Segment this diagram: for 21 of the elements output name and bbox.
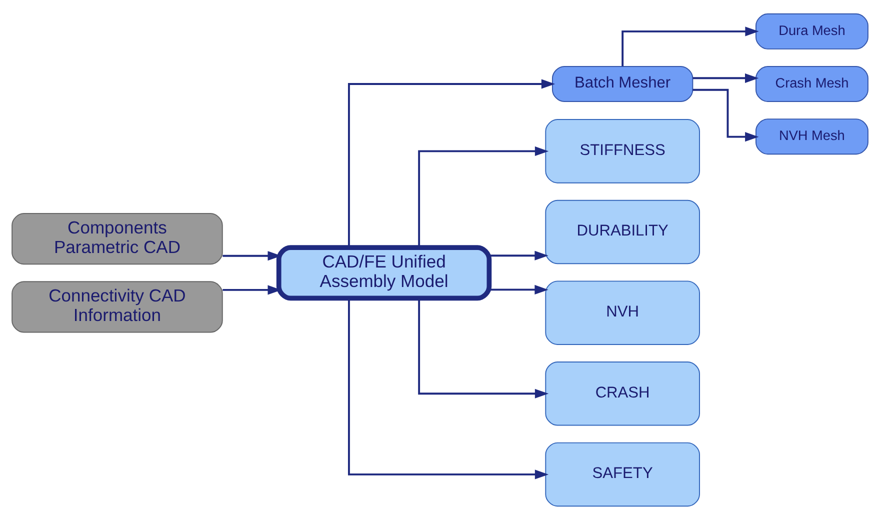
node-box: DURABILITY (545, 199, 700, 264)
arrow (622, 26, 759, 66)
node-box: CAD/FE Unified Assembly Model (276, 244, 492, 300)
node-box: Crash Mesh (755, 65, 868, 102)
arrow (348, 78, 556, 247)
arrow (489, 250, 548, 260)
arrow (489, 284, 548, 294)
arrow (692, 72, 759, 82)
node-box: SAFETY (545, 442, 700, 506)
node-box: STIFFNESS (545, 118, 700, 183)
node-box: CRASH (545, 361, 700, 426)
node-box: Batch Mesher (552, 65, 694, 102)
node-box: Components Parametric CAD (12, 212, 223, 264)
node-box: Dura Mesh (755, 12, 868, 49)
arrow (692, 88, 759, 142)
arrow (418, 298, 549, 398)
node-box: Connectivity CAD Information (12, 280, 223, 332)
node-box: NVH (545, 280, 700, 344)
arrow (348, 298, 549, 479)
node-box: NVH Mesh (755, 118, 868, 154)
arrow (418, 146, 549, 247)
